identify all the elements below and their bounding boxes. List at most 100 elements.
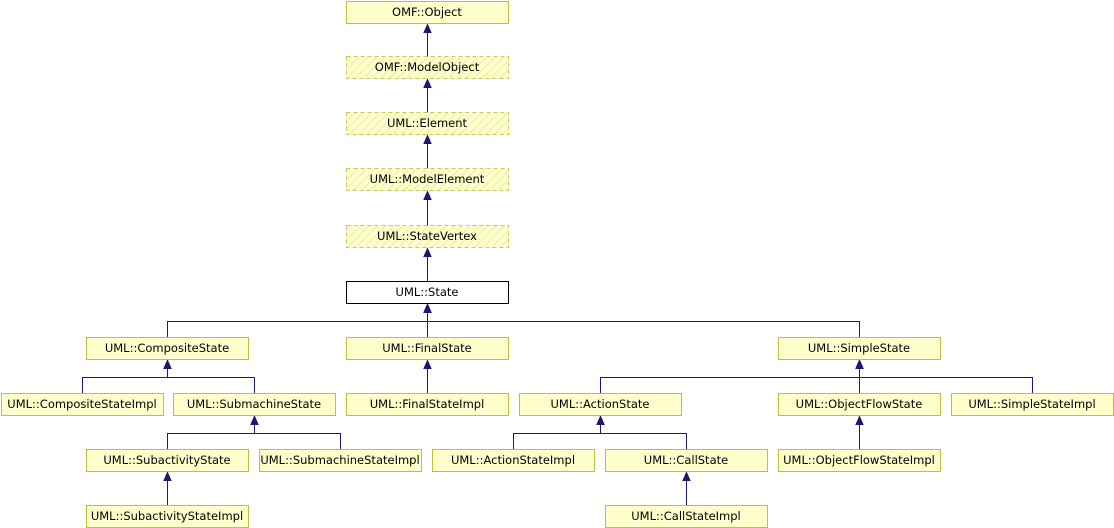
inheritance-edge-uml-subactivitystate (167, 415, 259, 450)
class-node-uml-callstate[interactable]: UML::CallState (605, 449, 768, 472)
class-label: UML::Element (387, 116, 468, 130)
edge-line (167, 424, 255, 450)
class-label: UML::FinalStateImpl (370, 397, 485, 411)
inheritance-edge-omf-modelobject (423, 23, 432, 57)
class-label: UML::ObjectFlowState (796, 397, 923, 411)
edge-line (600, 368, 860, 394)
edge-line (600, 424, 687, 450)
class-box (605, 449, 768, 472)
class-label: UML::SubactivityStateImpl (91, 509, 243, 523)
arrowhead (163, 471, 172, 481)
inheritance-edge-uml-element (423, 78, 432, 113)
inheritance-edge-uml-simplestate (423, 303, 860, 338)
arrowhead (163, 359, 172, 369)
class-node-uml-objectflowstateimpl[interactable]: UML::ObjectFlowStateImpl (778, 449, 941, 472)
class-box (86, 449, 249, 472)
class-box (519, 393, 682, 416)
arrowhead (423, 247, 432, 257)
class-node-uml-submachinestate[interactable]: UML::SubmachineState (173, 393, 336, 416)
class-node-omf-modelobject[interactable]: OMF::ModelObject (346, 56, 509, 79)
class-label: UML::SubmachineStateImpl (260, 453, 419, 467)
inheritance-edges (82, 23, 1033, 506)
class-node-uml-submachinestateimpl[interactable]: UML::SubmachineStateImpl (259, 449, 422, 472)
inheritance-edge-uml-callstate (596, 415, 687, 450)
class-label: UML::CompositeStateImpl (7, 397, 156, 411)
class-node-uml-callstateimpl[interactable]: UML::CallStateImpl (605, 505, 768, 528)
inheritance-edge-uml-simplestateimpl (855, 359, 1033, 394)
class-box (346, 168, 509, 191)
class-label: OMF::ModelObject (375, 60, 480, 74)
class-label: UML::ModelElement (370, 172, 485, 186)
class-box (778, 393, 941, 416)
class-box (346, 1, 509, 24)
edge-line (859, 368, 1033, 394)
inheritance-edge-uml-callstateimpl (682, 471, 691, 506)
class-box (346, 393, 509, 416)
class-box (346, 281, 509, 304)
class-node-uml-actionstate[interactable]: UML::ActionState (519, 393, 682, 416)
edge-line (82, 368, 168, 394)
class-box (346, 112, 509, 135)
inheritance-edge-uml-submachinestateimpl (250, 415, 341, 450)
class-node-uml-simplestate[interactable]: UML::SimpleState (778, 337, 941, 360)
class-node-uml-compositestateimpl[interactable]: UML::CompositeStateImpl (1, 393, 164, 416)
inheritance-edge-uml-actionstate (600, 359, 864, 394)
class-node-uml-statevertex[interactable]: UML::StateVertex (346, 225, 509, 248)
class-label: UML::CallState (644, 453, 728, 467)
class-label: UML::ActionState (551, 397, 650, 411)
class-box (778, 449, 941, 472)
arrowhead (423, 303, 432, 313)
class-node-uml-state[interactable]: UML::State (346, 281, 509, 304)
edge-line (427, 312, 860, 338)
class-box (346, 225, 509, 248)
class-node-uml-finalstateimpl[interactable]: UML::FinalStateImpl (346, 393, 509, 416)
inheritance-edge-uml-statevertex (423, 190, 432, 226)
class-node-uml-objectflowstate[interactable]: UML::ObjectFlowState (778, 393, 941, 416)
arrowhead (423, 78, 432, 88)
arrowhead (423, 23, 432, 33)
class-node-uml-simplestateimpl[interactable]: UML::SimpleStateImpl (951, 393, 1114, 416)
inheritance-edge-uml-objectflowstateimpl (855, 415, 864, 450)
class-box (346, 337, 509, 360)
class-label: UML::SimpleStateImpl (968, 397, 1095, 411)
arrowhead (855, 415, 864, 425)
inheritance-edge-uml-actionstateimpl (513, 415, 605, 450)
edge-line (254, 424, 341, 450)
class-node-uml-subactivitystateimpl[interactable]: UML::SubactivityStateImpl (86, 505, 249, 528)
inheritance-edge-uml-finalstateimpl (423, 359, 432, 394)
class-node-omf-object[interactable]: OMF::Object (346, 1, 509, 24)
class-label: UML::FinalState (382, 341, 471, 355)
class-label: UML::ActionStateImpl (451, 453, 575, 467)
class-label: OMF::Object (392, 5, 462, 19)
class-node-uml-element[interactable]: UML::Element (346, 112, 509, 135)
arrowhead (855, 359, 864, 369)
class-box (778, 337, 941, 360)
class-node-uml-finalstate[interactable]: UML::FinalState (346, 337, 509, 360)
inheritance-edge-uml-submachinestate (163, 359, 255, 394)
arrowhead (250, 415, 259, 425)
arrowhead (596, 415, 605, 425)
class-label: UML::State (396, 285, 459, 299)
arrowhead (682, 471, 691, 481)
class-box (259, 449, 422, 472)
arrowhead (423, 134, 432, 144)
class-box (432, 449, 595, 472)
class-label: UML::SimpleState (808, 341, 910, 355)
class-node-uml-actionstateimpl[interactable]: UML::ActionStateImpl (432, 449, 595, 472)
class-label: UML::CompositeState (105, 341, 229, 355)
inheritance-edge-uml-state (423, 247, 432, 282)
class-label: UML::SubmachineState (187, 397, 321, 411)
class-node-uml-compositestate[interactable]: UML::CompositeState (86, 337, 249, 360)
class-node-uml-subactivitystate[interactable]: UML::SubactivityState (86, 449, 249, 472)
class-box (346, 56, 509, 79)
class-label: UML::ObjectFlowStateImpl (783, 453, 935, 467)
class-label: UML::CallStateImpl (631, 509, 741, 523)
class-node-uml-modelelement[interactable]: UML::ModelElement (346, 168, 509, 191)
edge-line (167, 368, 255, 394)
class-box (173, 393, 336, 416)
class-label: UML::SubactivityState (103, 453, 230, 467)
edge-line (513, 424, 601, 450)
inheritance-edge-uml-modelelement (423, 134, 432, 169)
